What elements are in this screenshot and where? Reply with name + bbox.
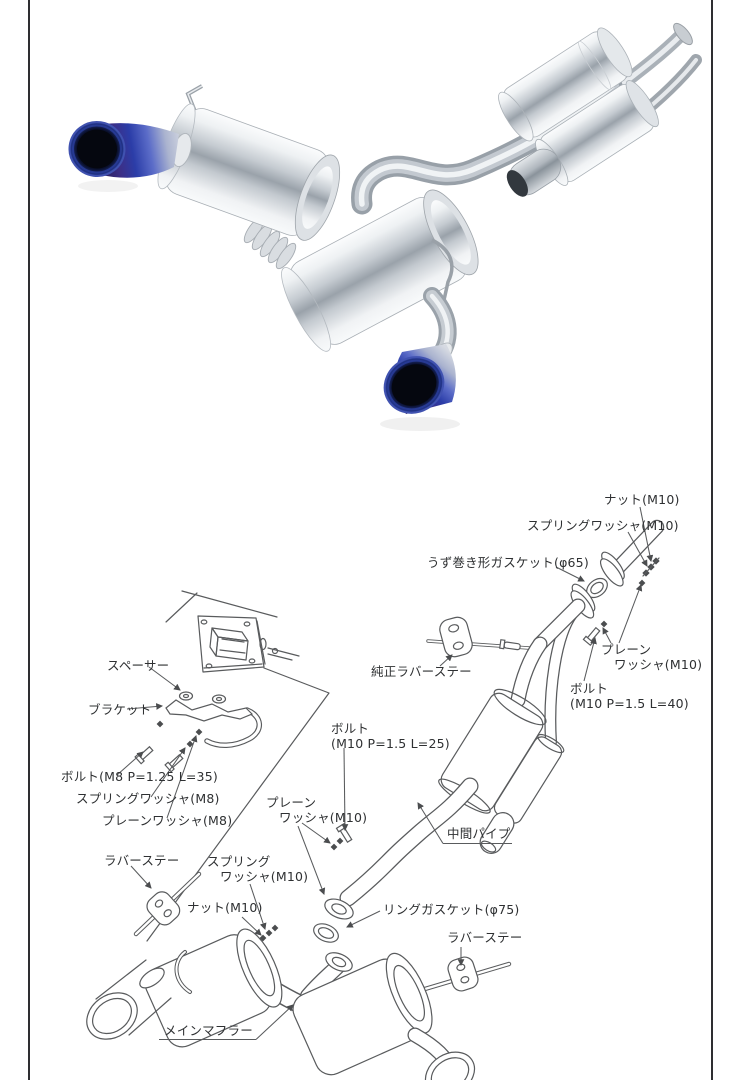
label-rubber-stay-left: ラバーステー bbox=[104, 853, 180, 868]
label-bolt-m8-l35: ボルト(M8 P=1.25 L=35) bbox=[61, 769, 218, 784]
label-ring-gasket-75: リングガスケット(φ75) bbox=[383, 902, 520, 917]
label-oem-rubber-stay: 純正ラバーステー bbox=[371, 664, 472, 679]
hatch-line bbox=[181, 590, 278, 618]
label-nut-m10-upper: ナット(M10) bbox=[604, 492, 680, 507]
label-plain-washer-m10-upper: プレーン ワッシャ(M10) bbox=[601, 642, 703, 672]
flex-bellows bbox=[243, 216, 297, 270]
pre-silencer-bullet bbox=[506, 148, 562, 197]
label-center-pipe: 中間パイプ bbox=[447, 826, 511, 841]
oem-rubber-stay-part bbox=[426, 616, 545, 658]
burnt-titanium-tip-center bbox=[380, 287, 460, 431]
hatch-line bbox=[165, 592, 198, 623]
label-plain-washer-m10-center: プレーン ワッシャ(M10) bbox=[266, 795, 368, 825]
label-bolt-m10-l40: ボルト (M10 P=1.5 L=40) bbox=[570, 681, 689, 711]
flange-joint-lower bbox=[313, 898, 354, 943]
main-muffler-part bbox=[86, 924, 512, 1080]
bracket-part bbox=[165, 699, 262, 748]
center-pipe-photo bbox=[351, 75, 623, 215]
leader-lines bbox=[116, 506, 654, 1041]
clip-pin bbox=[271, 647, 279, 655]
installation-diagram bbox=[86, 506, 665, 1080]
product-photo bbox=[68, 22, 702, 431]
body-panel bbox=[197, 615, 267, 673]
label-spiral-gasket-65: うず巻き形ガスケット(φ65) bbox=[427, 555, 589, 570]
label-plain-washer-m8: プレーンワッシャ(M8) bbox=[102, 813, 233, 828]
label-bracket: ブラケット bbox=[88, 702, 152, 717]
label-bolt-m10-l25: ボルト (M10 P=1.5 L=25) bbox=[331, 721, 450, 751]
silencer-front bbox=[498, 27, 633, 142]
label-nut-m10-lower: ナット(M10) bbox=[187, 900, 263, 915]
rubber-stay-left-part bbox=[133, 871, 202, 937]
label-spring-washer-m8: スプリングワッシャ(M8) bbox=[76, 791, 220, 806]
center-muffler-photo bbox=[281, 189, 479, 352]
page-edge-right bbox=[711, 0, 713, 1080]
label-main-muffler: メインマフラー bbox=[164, 1023, 253, 1038]
rubber-stay-right-part bbox=[447, 956, 479, 992]
label-spring-washer-m10-upper: スプリングワッシャ(M10) bbox=[527, 518, 679, 533]
chassis-line bbox=[146, 667, 330, 942]
label-rubber-stay-right: ラバーステー bbox=[447, 930, 523, 945]
label-spacer: スペーサー bbox=[107, 658, 170, 673]
page-edge-left bbox=[28, 0, 30, 1080]
mid-pipe-body bbox=[339, 598, 586, 907]
label-spring-washer-m10-lower: スプリング ワッシャ(M10) bbox=[207, 854, 309, 884]
burnt-titanium-tip-left bbox=[68, 120, 192, 192]
spacer-parts bbox=[178, 691, 227, 704]
